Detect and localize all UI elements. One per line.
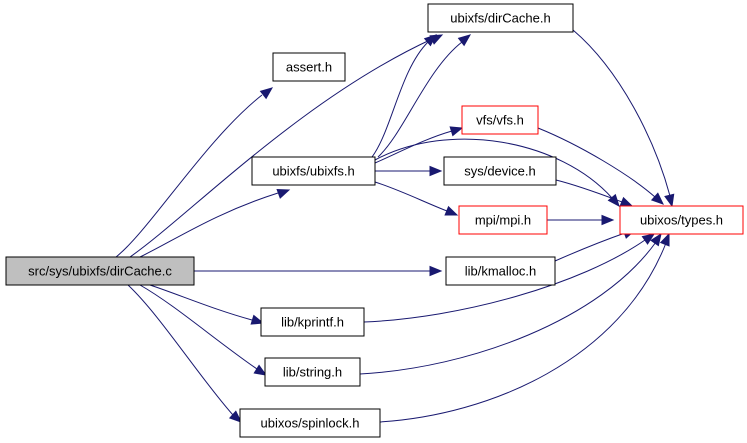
edge-dircache_c-to-string_h	[139, 284, 268, 376]
edge-dircache_c-to-ubixfs_h	[139, 189, 291, 258]
edge-line	[537, 127, 656, 198]
edge-line	[139, 284, 258, 370]
node-ubixfs_h[interactable]: ubixfs/ubixfs.h	[251, 156, 376, 186]
arrow-head-icon	[444, 205, 459, 216]
edge-dircache_c-to-assert_h	[115, 87, 274, 258]
node-mpi_h[interactable]: mpi/mpi.h	[458, 205, 548, 235]
node-device_h[interactable]: sys/device.h	[443, 156, 557, 186]
edge-line	[127, 284, 234, 416]
arrow-head-icon	[601, 214, 615, 226]
arrow-head-icon	[423, 34, 438, 47]
node-box[interactable]	[5, 256, 195, 286]
edge-ubixfs_h-to-device_h	[375, 165, 443, 177]
arrow-head-icon	[259, 87, 274, 100]
edge-line	[554, 232, 626, 262]
node-box[interactable]	[461, 105, 539, 135]
arrow-head-icon	[641, 233, 656, 245]
node-box[interactable]	[443, 156, 557, 186]
arrow-head-icon	[253, 364, 268, 376]
edge-line	[377, 41, 463, 158]
edge-line	[555, 179, 623, 203]
edge-line	[359, 241, 657, 375]
node-kmalloc_h[interactable]: lib/kmalloc.h	[445, 256, 556, 286]
edges-layer	[115, 29, 675, 423]
node-box[interactable]	[445, 256, 556, 286]
edge-ubixfs_h-to-dircache_h	[377, 34, 472, 158]
edge-line	[115, 94, 263, 258]
arrow-head-icon	[250, 314, 265, 325]
edge-dircache_c-to-kmalloc_h	[194, 265, 443, 277]
node-box[interactable]	[427, 3, 574, 33]
edge-line	[363, 239, 646, 323]
arrow-head-icon	[429, 265, 443, 277]
arrow-head-icon	[449, 126, 464, 137]
edge-mpi_h-to-types_h	[547, 214, 615, 226]
node-box[interactable]	[264, 357, 361, 387]
edge-dircache_h-to-types_h	[572, 29, 675, 208]
edge-string_h-to-types_h	[359, 232, 662, 375]
arrow-head-icon	[650, 192, 664, 205]
edge-line	[129, 38, 433, 258]
edge-line	[572, 29, 671, 197]
node-string_h[interactable]: lib/string.h	[264, 357, 361, 387]
edge-line	[374, 138, 613, 199]
node-dircache_h[interactable]: ubixfs/dirCache.h	[427, 3, 574, 33]
node-types_h[interactable]: ubixos/types.h	[619, 205, 744, 235]
arrow-head-icon	[429, 165, 443, 177]
node-dircache_c[interactable]: src/sys/ubixfs/dirCache.c	[5, 256, 195, 286]
edge-dircache_c-to-spinlock_h	[127, 284, 242, 423]
node-box[interactable]	[619, 205, 744, 235]
edge-line	[139, 192, 279, 258]
node-box[interactable]	[272, 52, 346, 82]
arrow-head-icon	[276, 189, 291, 199]
node-box[interactable]	[239, 408, 381, 438]
edge-kprintf_h-to-types_h	[363, 233, 656, 323]
node-box[interactable]	[251, 156, 376, 186]
edge-dircache_c-to-kprintf_h	[149, 284, 265, 325]
edge-line	[374, 181, 448, 212]
node-vfs_h[interactable]: vfs/vfs.h	[461, 105, 539, 135]
edge-line	[379, 242, 667, 423]
node-spinlock_h[interactable]: ubixos/spinlock.h	[239, 408, 381, 438]
node-kprintf_h[interactable]: lib/kprintf.h	[260, 307, 365, 337]
edge-line	[371, 41, 429, 158]
node-assert_h[interactable]: assert.h	[272, 52, 346, 82]
arrow-head-icon	[228, 410, 242, 423]
edge-line	[149, 284, 253, 321]
arrow-head-icon	[650, 232, 662, 247]
edge-vfs_h-to-types_h	[537, 127, 664, 205]
edge-ubixfs_h-to-mpi_h	[374, 181, 459, 216]
arrow-head-icon	[664, 193, 675, 208]
arrow-head-icon	[659, 232, 670, 247]
edge-ubixfs_h-to-dircache_h	[371, 34, 438, 158]
arrow-head-icon	[457, 34, 472, 47]
edge-spinlock_h-to-types_h	[379, 232, 670, 423]
node-box[interactable]	[260, 307, 365, 337]
node-box[interactable]	[458, 205, 548, 235]
